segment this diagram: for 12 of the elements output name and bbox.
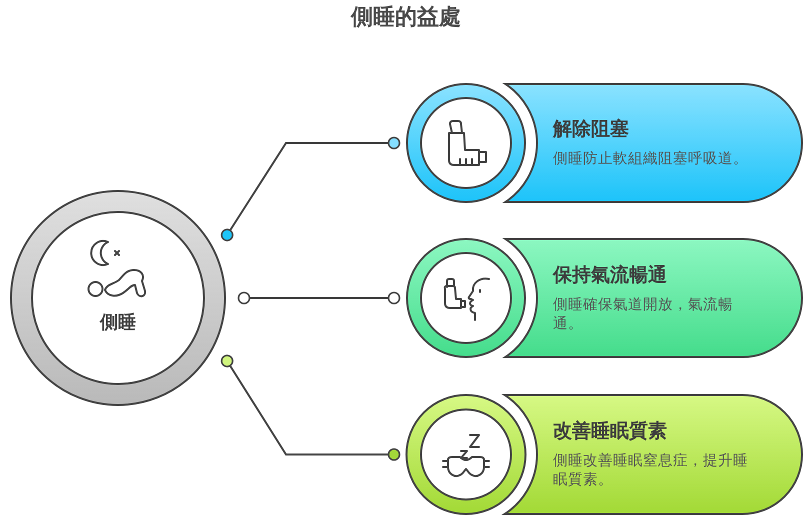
benefit-card	[405, 394, 803, 515]
card-description: 側睡確保氣道開放，氣流暢通。	[553, 296, 734, 334]
diagram-title: 側睡的益處	[351, 5, 461, 31]
hub-circle	[10, 190, 226, 406]
benefit-card	[405, 238, 803, 358]
card-title: 保持氣流暢通	[553, 262, 667, 286]
benefit-card	[405, 83, 803, 203]
card-description: 側睡防止軟組織阻塞呼吸道。	[553, 150, 749, 169]
card-title: 解除阻塞	[553, 117, 629, 141]
hub-label: 側睡	[100, 312, 136, 334]
card-description: 側睡改善睡眠窒息症，提升睡眠質素。	[553, 452, 749, 490]
card-title: 改善睡眠質素	[553, 419, 667, 443]
